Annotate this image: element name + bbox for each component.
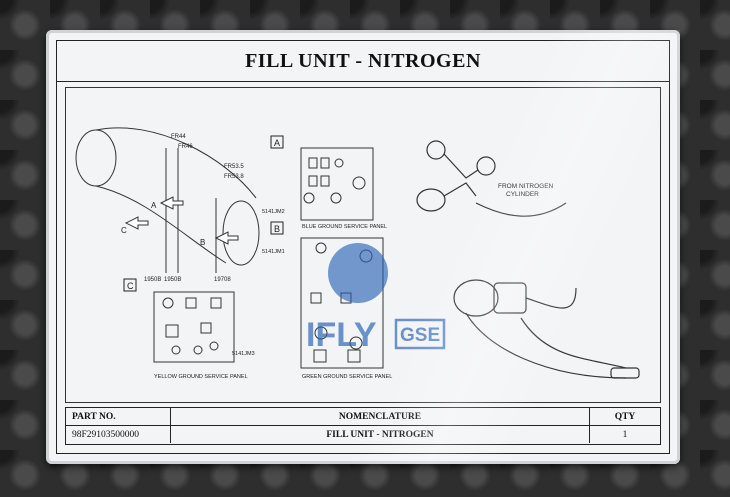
sheet-title: FILL UNIT - NITROGEN	[245, 49, 481, 72]
drawing-svg: FR44 FR46 FR53.5 FR53.8 A B C 1950B 1950…	[75, 127, 640, 380]
panel-a-ref: 5141JM2	[262, 209, 285, 215]
title-bar: FILL UNIT - NITROGEN	[57, 41, 669, 82]
technical-drawing: FR44 FR46 FR53.5 FR53.8 A B C 1950B 1950…	[65, 87, 661, 403]
laminated-sheet: FILL UNIT - NITROGEN FR44 FR4	[46, 30, 680, 464]
station-label-1: 1950B	[144, 277, 161, 283]
fuselage-sketch	[75, 127, 260, 273]
watermark-suffix: GSE	[400, 325, 440, 346]
fill-unit-sketch	[416, 140, 640, 379]
parts-table: PART NO. NOMENCLATURE QTY 98F29103500000…	[65, 407, 661, 445]
view-marker-a: A	[151, 201, 157, 210]
station-label-3: 19708	[214, 277, 231, 283]
yellow-panel-sketch	[153, 291, 235, 363]
frame-label-3: FR53.5	[224, 164, 244, 170]
panel-b-label: GREEN GROUND SERVICE PANEL	[302, 374, 392, 380]
header-qty: QTY	[614, 411, 636, 422]
panel-c-label: YELLOW GROUND SERVICE PANEL	[154, 374, 248, 380]
cylinder-label-line-2: CYLINDER	[506, 191, 539, 198]
drawing-frame: FILL UNIT - NITROGEN FR44 FR4	[56, 40, 670, 454]
box-label-c: C	[127, 281, 134, 291]
watermark-text: IFLY	[306, 316, 377, 354]
cylinder-label-line-1: FROM NITROGEN	[498, 183, 554, 190]
cell-qty: 1	[622, 429, 628, 440]
frame-label-4: FR53.8	[224, 174, 244, 180]
watermark-logo: IFLY GSE	[306, 243, 446, 354]
view-marker-c: C	[121, 226, 127, 235]
header-nomenclature: NOMENCLATURE	[171, 408, 590, 425]
station-label-2: 1950B	[164, 277, 181, 283]
panel-a-label: BLUE GROUND SERVICE PANEL	[302, 224, 387, 230]
panel-c-ref: 5141JM3	[232, 351, 255, 357]
box-label-a: A	[274, 138, 280, 148]
frame-label-2: FR46	[178, 144, 193, 150]
box-label-b: B	[274, 224, 280, 234]
frame-label-1: FR44	[171, 134, 186, 140]
table-header-row: PART NO. NOMENCLATURE QTY	[66, 408, 660, 426]
cell-nomenclature: FILL UNIT - NITROGEN	[171, 426, 590, 443]
table-row: 98F29103500000 FILL UNIT - NITROGEN 1	[66, 426, 660, 443]
header-part-no: PART NO.	[66, 408, 171, 425]
view-marker-b: B	[200, 238, 205, 247]
cell-part-no: 98F29103500000	[66, 426, 171, 443]
blue-panel-sketch	[300, 147, 374, 221]
panel-b-ref: 5141JM1	[262, 249, 285, 255]
